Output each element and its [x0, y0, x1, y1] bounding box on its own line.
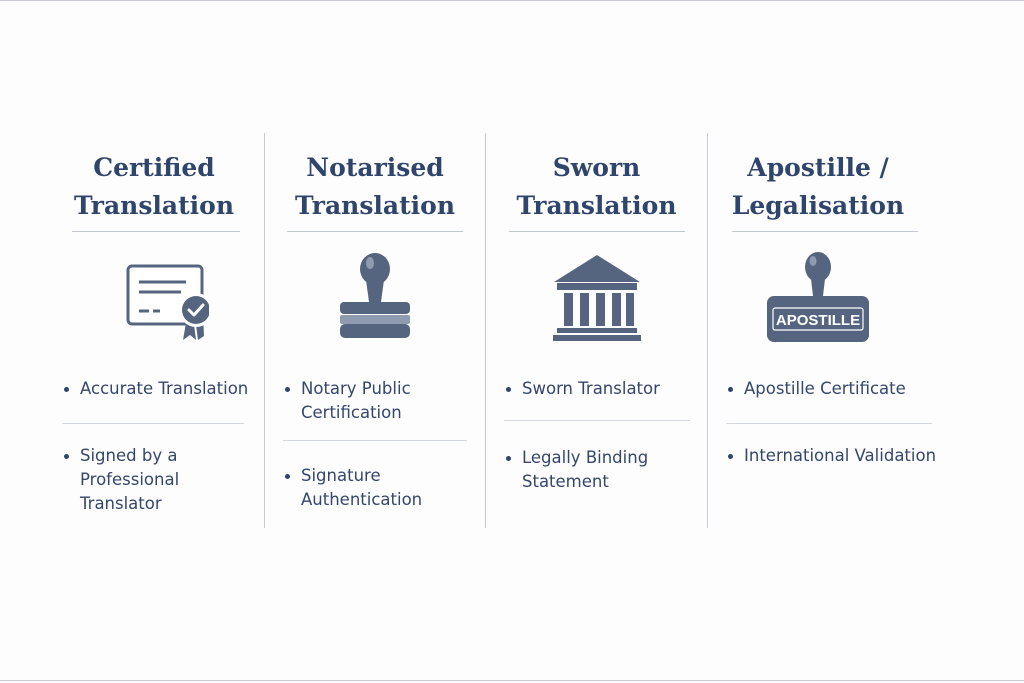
bullet-rule	[62, 423, 244, 424]
list-item: Signature Authentication	[285, 464, 422, 512]
bullet-line: Professional Translator	[80, 470, 180, 513]
list-item: Signed by a Professional Translator	[64, 444, 264, 516]
list-item: Notary Public Certification	[285, 377, 411, 425]
bullet-rule	[504, 420, 690, 421]
title-rule	[72, 231, 240, 232]
bullet-line: Statement	[522, 472, 609, 491]
bullet-text: Signed by a Professional Translator	[80, 444, 264, 516]
title-rule	[287, 231, 463, 232]
bullet-text: International Validation	[744, 446, 937, 465]
column-title: Notarised Translation	[265, 149, 485, 225]
bullet-text: Notary Public Certification	[301, 377, 411, 425]
certificate-icon	[44, 252, 264, 342]
column-divider	[707, 133, 708, 528]
bullet-line: Signature	[301, 466, 381, 485]
bullet-text: Apostille Certificate	[744, 379, 906, 398]
bullet-dot	[506, 456, 511, 461]
column-certified-translation: Certified Translation Accurate Translati…	[44, 135, 264, 530]
list-item: Accurate Translation	[64, 377, 248, 401]
title-line: Apostille /	[747, 153, 889, 182]
title-line: Certified	[93, 153, 215, 182]
bottom-border	[0, 680, 1024, 681]
list-item: Legally Binding Statement	[506, 446, 648, 494]
title-line: Legalisation	[731, 191, 905, 220]
list-item: International Validation	[728, 444, 936, 468]
apostille-stamp-icon: APOSTILLE	[708, 252, 928, 342]
column-title: Apostille / Legalisation	[708, 149, 928, 225]
bullet-dot	[506, 387, 511, 392]
column-apostille-legalisation: Apostille / Legalisation APOSTILLE Apost…	[708, 135, 948, 530]
title-line: Translation	[74, 191, 234, 220]
column-divider	[264, 133, 265, 528]
column-sworn-translation: Sworn Translation Sworn Translator Legal…	[486, 135, 707, 530]
bullet-rule	[283, 440, 467, 441]
bullet-text: Signature Authentication	[301, 464, 422, 512]
bullet-text: Legally Binding Statement	[522, 446, 648, 494]
bullet-line: Signed by a	[80, 446, 178, 465]
list-item: Sworn Translator	[506, 377, 660, 401]
bullet-dot	[285, 474, 290, 479]
notary-stamp-icon	[265, 252, 485, 342]
column-notarised-translation: Notarised Translation Notary Public Cert…	[265, 135, 485, 530]
bullet-dot	[64, 454, 69, 459]
title-line: Notarised	[306, 153, 444, 182]
top-border	[0, 0, 1024, 1]
title-rule	[509, 231, 685, 232]
bullet-line: Legally Binding	[522, 448, 649, 467]
column-divider	[485, 133, 486, 528]
title-line: Translation	[516, 191, 677, 220]
bullet-dot	[728, 454, 733, 459]
title-rule	[732, 231, 918, 232]
bullet-text: Sworn Translator	[522, 379, 660, 398]
list-item: Apostille Certificate	[728, 377, 906, 401]
bullet-line: Notary Public	[301, 379, 411, 398]
courthouse-icon	[486, 252, 707, 342]
bullet-dot	[64, 387, 69, 392]
title-line: Translation	[295, 191, 455, 220]
column-title: Sworn Translation	[486, 149, 707, 225]
bullet-rule	[726, 423, 932, 424]
bullet-line: Authentication	[301, 490, 423, 509]
bullet-dot	[285, 387, 290, 392]
bullet-dot	[728, 387, 733, 392]
bullet-line: Certification	[301, 403, 402, 422]
bullet-text: Accurate Translation	[80, 379, 249, 398]
stamp-label: APOSTILLE	[776, 312, 860, 329]
column-title: Certified Translation	[44, 149, 264, 225]
title-line: Sworn	[552, 153, 641, 182]
